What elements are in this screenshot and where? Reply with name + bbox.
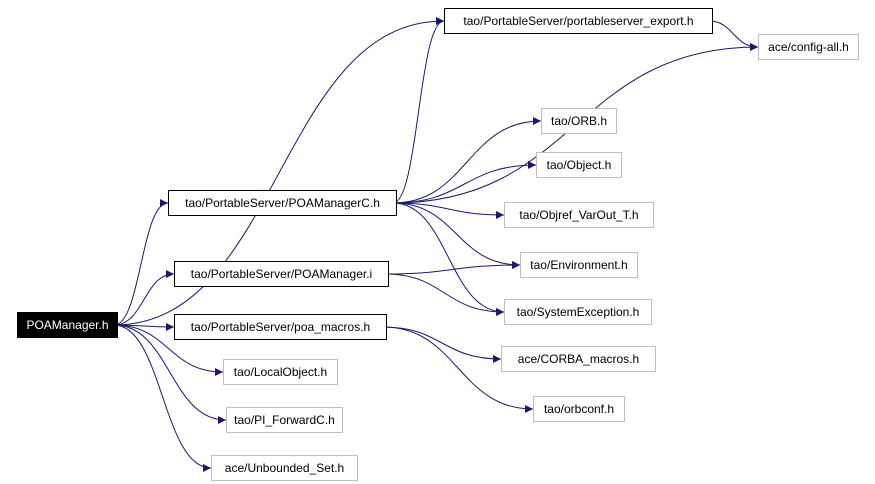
edge-poamgrc-to-pexport — [392, 17, 445, 204]
node-corbamacros[interactable]: ace/CORBA_macros.h — [501, 346, 656, 372]
node-localobj[interactable]: tao/LocalObject.h — [223, 359, 338, 385]
edge-poamgrc-to-objref — [392, 202, 505, 219]
edge-poamgri-to-environment — [384, 261, 521, 275]
node-orbconf[interactable]: tao/orbconf.h — [533, 396, 625, 422]
edge-root-to-pexport — [113, 17, 445, 326]
edge-poamgri-to-sysexc — [384, 273, 505, 316]
node-poamgrc[interactable]: tao/PortableServer/POAManagerC.h — [168, 190, 397, 216]
node-pexport[interactable]: tao/PortableServer/portableserver_export… — [444, 8, 713, 34]
edge-poamgrc-to-orb — [392, 117, 542, 204]
edge-poamacros-to-corbamacros — [382, 326, 502, 363]
edge-root-to-poamgri — [113, 270, 175, 326]
edge-root-to-localobj — [113, 324, 224, 376]
edge-root-to-unbounded — [113, 324, 212, 472]
node-poamgri[interactable]: tao/PortableServer/POAManager.i — [174, 261, 389, 287]
node-sysexc[interactable]: tao/SystemException.h — [504, 299, 652, 325]
node-piforward[interactable]: tao/PI_ForwardC.h — [226, 407, 343, 433]
node-environment[interactable]: tao/Environment.h — [520, 252, 638, 278]
edge-root-to-poamgrc — [113, 199, 169, 326]
edge-poamgrc-to-environment — [392, 202, 521, 269]
node-object[interactable]: tao/Object.h — [536, 152, 622, 178]
node-unbounded[interactable]: ace/Unbounded_Set.h — [211, 455, 358, 481]
edge-poamgrc-to-sysexc — [392, 202, 505, 316]
edge-poamgrc-to-object — [392, 161, 537, 204]
node-objref[interactable]: tao/Objref_VarOut_T.h — [504, 202, 654, 228]
node-configall[interactable]: ace/config-all.h — [758, 34, 859, 60]
node-poamacros[interactable]: tao/PortableServer/poa_macros.h — [174, 314, 387, 340]
node-root[interactable]: POAManager.h — [17, 312, 118, 338]
node-orb[interactable]: tao/ORB.h — [541, 108, 617, 134]
edge-root-to-piforward — [113, 324, 227, 424]
edge-poamacros-to-orbconf — [382, 326, 534, 413]
edge-pexport-to-configall — [708, 20, 759, 51]
edge-layer — [113, 17, 759, 472]
